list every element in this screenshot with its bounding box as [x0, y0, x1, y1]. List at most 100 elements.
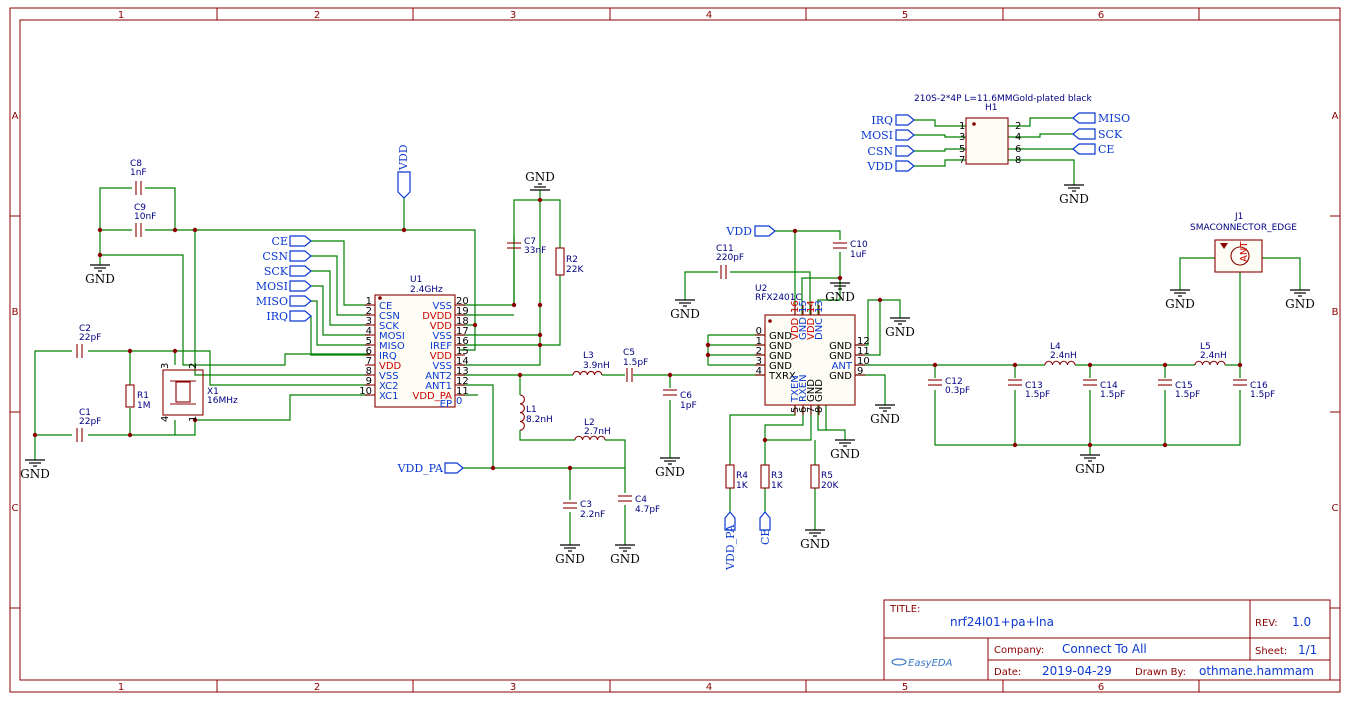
- resistors: R1 1M R2 22K R4 1K R3 1K R5 20K: [125, 247, 839, 491]
- date-label: Date:: [994, 667, 1021, 678]
- u2-pin-name: GND: [829, 371, 852, 382]
- r1-resistor: R1 1M: [125, 384, 151, 411]
- u1-pin-name: CSN: [379, 311, 400, 322]
- c5-ref: C5: [623, 348, 635, 358]
- u1-pin-name: DVDD: [422, 311, 452, 322]
- u1-pin-num: 1: [366, 296, 372, 307]
- l3-ref: L3: [583, 351, 594, 361]
- h1-value: 210S-2*4P L=11.6MMGold-plated black: [914, 94, 1092, 104]
- h1-irq-label: IRQ: [871, 114, 893, 127]
- gnd-symbol: GND: [1165, 289, 1195, 311]
- c15-capacitor: C15 1.5pF: [1158, 379, 1200, 400]
- mosi-port-label: MOSI: [256, 280, 288, 293]
- u2-pin-name: DNC: [814, 318, 825, 340]
- ce-port-bottom-label: CE: [759, 529, 772, 545]
- u1-pin-num: 2: [366, 306, 372, 317]
- u1-pin-num: 10: [359, 386, 372, 397]
- u1-pin-num: 15: [456, 346, 469, 357]
- capacitors: C8 1nF C9 10nF C2 22pF C1 22pF C5 1.5pF …: [76, 159, 1275, 520]
- u1-ep-name: EP: [440, 399, 452, 410]
- x1-crystal: X1 16MHz 3 2 4 1: [160, 363, 238, 422]
- vdd-pa-port: VDD_PA: [397, 462, 464, 475]
- u2-pin-name: GND: [769, 341, 792, 352]
- l1-ref: L1: [526, 405, 537, 415]
- gnd-label: GND: [610, 552, 640, 566]
- vdd-port-u1-label: VDD: [397, 144, 410, 171]
- j1-value: SMACONNECTOR_EDGE: [1190, 223, 1297, 233]
- gnd-symbol: GND: [20, 459, 50, 481]
- u2-pin-num: 8: [814, 407, 825, 413]
- u1-ep-num: 0: [456, 396, 462, 407]
- u2-pin-num: 9: [857, 366, 863, 377]
- u2-pin-num: 16: [790, 300, 801, 313]
- c14-value: 1.5pF: [1100, 390, 1125, 400]
- u1-pin-name: XC2: [379, 381, 398, 392]
- col-label-2: 2: [314, 10, 320, 21]
- h1-sck-port: SCK: [1072, 128, 1123, 141]
- ce-port-bottom: CE: [759, 511, 772, 545]
- u2-pin-name: GND: [829, 351, 852, 362]
- c10-ref: C10: [850, 240, 868, 250]
- gnd-label: GND: [1285, 297, 1315, 311]
- x1-ref: X1: [207, 387, 219, 397]
- u1-value: 2.4GHz: [410, 285, 443, 295]
- inductors: L3 3.9nH L2 2.7nH L1 8.2nH L4 2.4nH L5 2…: [519, 342, 1227, 441]
- r4-value: 1K: [736, 481, 749, 491]
- c4-capacitor: C4 4.7pF: [618, 495, 660, 515]
- irq-port-label: IRQ: [266, 310, 288, 323]
- vdd-pa-port-bottom: VDD_PA: [724, 511, 737, 571]
- rev-value: 1.0: [1292, 615, 1311, 629]
- u2-pin-name: TXRX: [768, 371, 796, 382]
- l5-value: 2.4nH: [1200, 351, 1227, 361]
- h1-pin-header: 210S-2*4P L=11.6MMGold-plated black H1 1…: [914, 94, 1092, 166]
- u2-pin-num: 4: [756, 366, 762, 377]
- gnd-label: GND: [1075, 462, 1105, 476]
- c12-capacitor: C12 0.3pF: [928, 377, 970, 396]
- gnd-label: GND: [800, 537, 830, 551]
- u1-pin-name: CE: [379, 301, 392, 312]
- gnd-symbol: GND: [610, 544, 640, 566]
- h1-ce-label: CE: [1098, 143, 1114, 156]
- u2-pin-num: 14: [806, 300, 817, 313]
- h1-pin-4: 4: [1015, 132, 1021, 143]
- gnd-label: GND: [525, 170, 555, 184]
- u2-pin-num: 13: [814, 300, 825, 313]
- gnd-symbol: GND: [825, 282, 855, 304]
- u1-pin-name: VSS: [432, 301, 452, 312]
- u1-pin-num: 6: [366, 346, 372, 357]
- vdd-port-u2-label: VDD: [725, 225, 752, 238]
- u1-pin-name: VSS: [432, 361, 452, 372]
- c11-capacitor: C11 220pF: [716, 244, 744, 279]
- col-label-5: 5: [902, 10, 908, 21]
- r5-ref: R5: [821, 471, 833, 481]
- l1-inductor: L1 8.2nH: [519, 394, 553, 431]
- gnd-label: GND: [885, 325, 915, 339]
- col-label-6: 6: [1098, 10, 1104, 21]
- j1-ref: J1: [1234, 212, 1243, 222]
- gnd-label: GND: [870, 412, 900, 426]
- mosi-port: MOSI: [256, 280, 312, 293]
- gnd-label: GND: [85, 272, 115, 286]
- col-label-2-bottom: 2: [314, 682, 320, 693]
- net-ports: VDD CE CSN SCK MOSI MISO IRQ: [256, 112, 1130, 571]
- u2-pin-num: 0: [756, 326, 762, 337]
- u1-pin-name: ANT1: [425, 381, 452, 392]
- row-label-c: C: [12, 503, 19, 514]
- u2-pin-name: VDD: [806, 317, 817, 340]
- u2-pin-num: 7: [806, 407, 817, 413]
- c5-capacitor: C5 1.5pF: [623, 348, 648, 382]
- r2-resistor: R2 22K: [555, 247, 584, 276]
- u2-pin-num: 1: [756, 336, 762, 347]
- u1-pin-num: 12: [456, 376, 469, 387]
- c2-ref: C2: [79, 324, 91, 334]
- h1-pin-2: 2: [1015, 121, 1021, 132]
- c6-value: 1pF: [680, 401, 697, 411]
- h1-ce-port: CE: [1072, 143, 1114, 156]
- u1-pin-num: 19: [456, 306, 469, 317]
- c8-ref: C8: [130, 159, 142, 169]
- x1-value: 16MHz: [207, 396, 238, 406]
- gnd-symbol: GND: [670, 299, 700, 321]
- title-label: TITLE:: [889, 604, 920, 615]
